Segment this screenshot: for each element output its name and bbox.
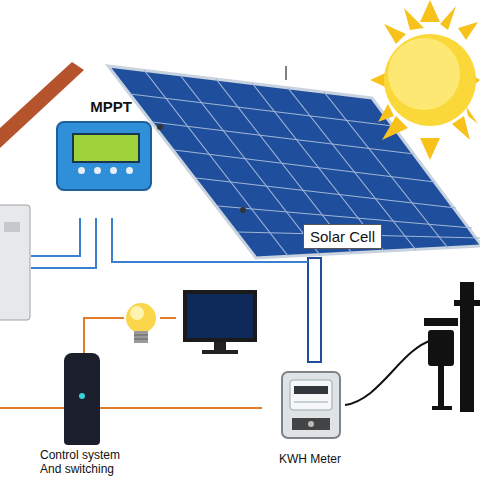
light-bulb (126, 303, 156, 343)
service-cable (345, 340, 432, 405)
label-text: Solar Cell (310, 228, 375, 245)
panel-pole (308, 258, 321, 362)
meter-device (280, 370, 342, 440)
kwh-meter: KWH Meter (262, 370, 358, 466)
utility-transformer (424, 282, 480, 412)
control-device (64, 353, 100, 445)
meter-body (280, 370, 342, 440)
inverter (0, 205, 30, 320)
label-text: MPPT (48, 98, 160, 115)
dc-wire (31, 218, 308, 268)
device-button (110, 167, 117, 174)
device-button (94, 167, 101, 174)
label-box: Solar Cell (303, 224, 382, 249)
device-button (78, 167, 85, 174)
label-text: Control system And switching (40, 448, 140, 476)
mppt-controller: MPPT (48, 98, 160, 191)
control-unit: Control system And switching (40, 353, 140, 476)
sun (370, 0, 480, 160)
device-button (126, 167, 133, 174)
status-led (79, 393, 85, 399)
lcd-screen (72, 133, 140, 163)
power-connector (100, 407, 262, 409)
mppt-device (56, 121, 152, 191)
television (183, 290, 257, 354)
label-text: KWH Meter (262, 452, 358, 466)
